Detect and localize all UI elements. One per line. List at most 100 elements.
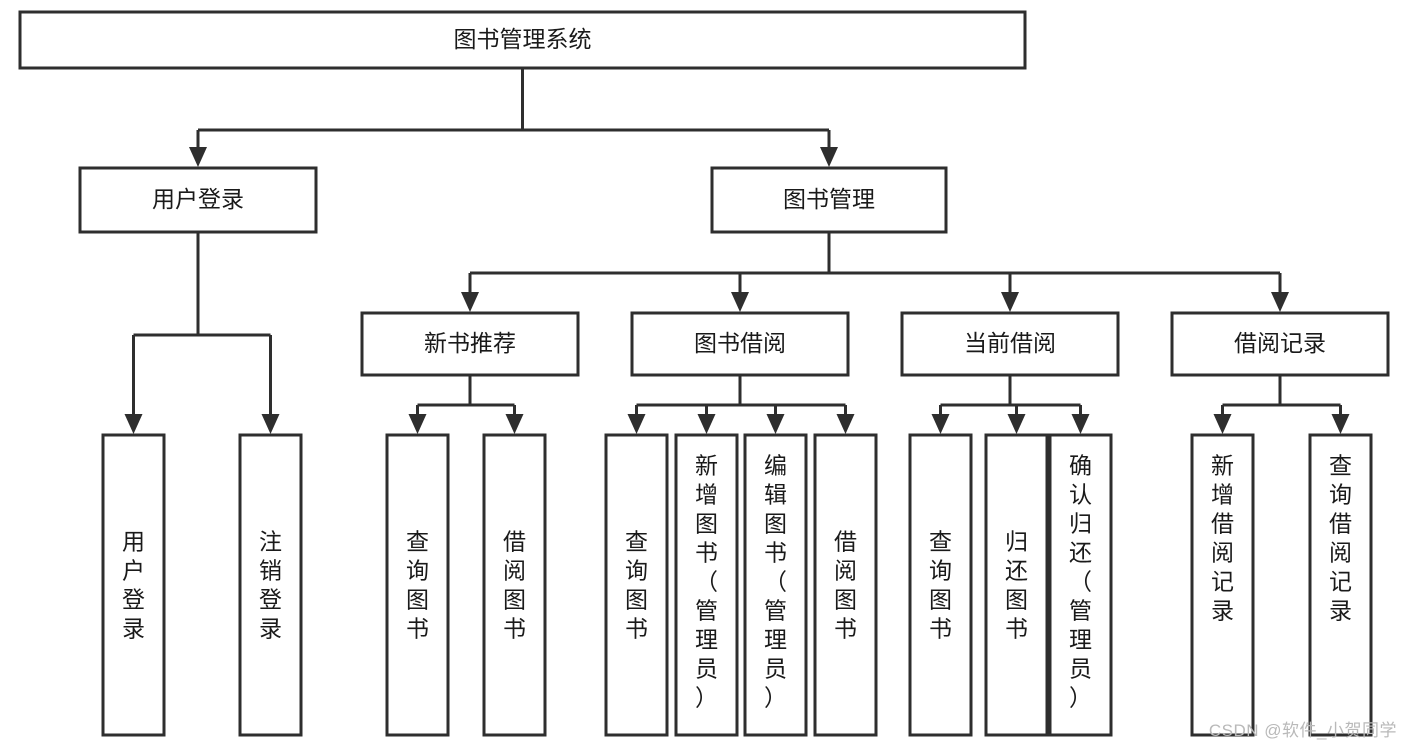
- svg-text:归: 归: [1069, 511, 1092, 537]
- svg-text:书: 书: [695, 540, 718, 566]
- node-box[interactable]: [710, 166, 948, 234]
- arrow-head-icon: [1271, 292, 1289, 312]
- node-box[interactable]: [238, 433, 303, 737]
- node-label: 图书借阅: [694, 330, 786, 356]
- svg-text:户: 户: [122, 558, 145, 584]
- node-label: 用户登录: [152, 186, 244, 212]
- svg-text:记: 记: [1211, 569, 1234, 595]
- node-box[interactable]: [908, 433, 973, 737]
- node-level2-0[interactable]: 用户登录: [78, 166, 318, 234]
- svg-text:查: 查: [1329, 453, 1352, 479]
- node-box[interactable]: [385, 433, 450, 737]
- node-box[interactable]: [78, 166, 318, 234]
- svg-text:录: 录: [1329, 598, 1352, 624]
- node-label: 图书管理系统: [454, 26, 592, 52]
- svg-text:图: 图: [1005, 587, 1028, 613]
- svg-text:录: 录: [1211, 598, 1234, 624]
- node-box[interactable]: [360, 311, 580, 377]
- svg-text:用: 用: [122, 529, 145, 555]
- svg-text:（: （: [695, 569, 718, 595]
- node-label: 新书推荐: [424, 330, 516, 356]
- svg-text:图: 图: [834, 587, 857, 613]
- svg-text:归: 归: [1005, 529, 1028, 555]
- svg-text:书: 书: [929, 616, 952, 642]
- node-box[interactable]: [900, 311, 1120, 377]
- svg-text:新: 新: [1211, 453, 1234, 479]
- svg-text:书: 书: [406, 616, 429, 642]
- arrow-head-icon: [731, 292, 749, 312]
- node-root-0[interactable]: 图书管理系统: [18, 10, 1027, 70]
- svg-text:确: 确: [1069, 453, 1092, 479]
- node-label: 借阅记录: [1234, 330, 1326, 356]
- node-level3-0[interactable]: 新书推荐: [360, 311, 580, 377]
- node-box[interactable]: [18, 10, 1027, 70]
- node-box[interactable]: [1190, 433, 1255, 737]
- svg-text:查: 查: [929, 529, 952, 555]
- arrow-head-icon: [627, 414, 646, 434]
- svg-text:阅: 阅: [503, 558, 526, 584]
- node-label: 图书管理: [783, 186, 875, 212]
- node-label: 当前借阅: [964, 330, 1056, 356]
- node-box[interactable]: [674, 433, 739, 737]
- node-box[interactable]: [101, 433, 166, 737]
- arrow-head-icon: [1001, 292, 1019, 312]
- nodes-layer: 图书管理系统用户登录图书管理新书推荐图书借阅当前借阅借阅记录用户登录注销登录查询…: [18, 10, 1390, 737]
- svg-text:管: 管: [764, 598, 787, 624]
- svg-text:）: ）: [764, 685, 787, 711]
- svg-text:员: 员: [1069, 656, 1092, 682]
- node-box[interactable]: [1170, 311, 1390, 377]
- svg-text:借: 借: [834, 529, 857, 555]
- node-leaf-0[interactable]: 用户登录: [101, 433, 166, 737]
- svg-text:登: 登: [122, 587, 145, 613]
- node-box[interactable]: [813, 433, 878, 737]
- svg-text:录: 录: [122, 616, 145, 642]
- node-box[interactable]: [630, 311, 850, 377]
- node-level3-1[interactable]: 图书借阅: [630, 311, 850, 377]
- arrow-head-icon: [124, 414, 143, 434]
- svg-text:书: 书: [1005, 616, 1028, 642]
- svg-text:管: 管: [695, 598, 718, 624]
- svg-text:图: 图: [764, 511, 787, 537]
- node-box[interactable]: [1048, 433, 1113, 737]
- arrow-head-icon: [1007, 414, 1026, 434]
- svg-text:图: 图: [503, 587, 526, 613]
- node-box[interactable]: [984, 433, 1049, 737]
- node-box[interactable]: [482, 433, 547, 737]
- svg-text:增: 增: [1211, 482, 1234, 508]
- node-box[interactable]: [604, 433, 669, 737]
- node-level2-1[interactable]: 图书管理: [710, 166, 948, 234]
- arrow-head-icon: [1213, 414, 1232, 434]
- svg-text:询: 询: [406, 558, 429, 584]
- node-box[interactable]: [743, 433, 808, 737]
- node-box[interactable]: [1308, 433, 1373, 737]
- svg-text:阅: 阅: [834, 558, 857, 584]
- svg-text:管: 管: [1069, 598, 1092, 624]
- svg-text:阅: 阅: [1211, 540, 1234, 566]
- svg-text:借: 借: [1329, 511, 1352, 537]
- svg-text:记: 记: [1329, 569, 1352, 595]
- node-level3-3[interactable]: 借阅记录: [1170, 311, 1390, 377]
- node-level3-2[interactable]: 当前借阅: [900, 311, 1120, 377]
- arrow-head-icon: [261, 414, 280, 434]
